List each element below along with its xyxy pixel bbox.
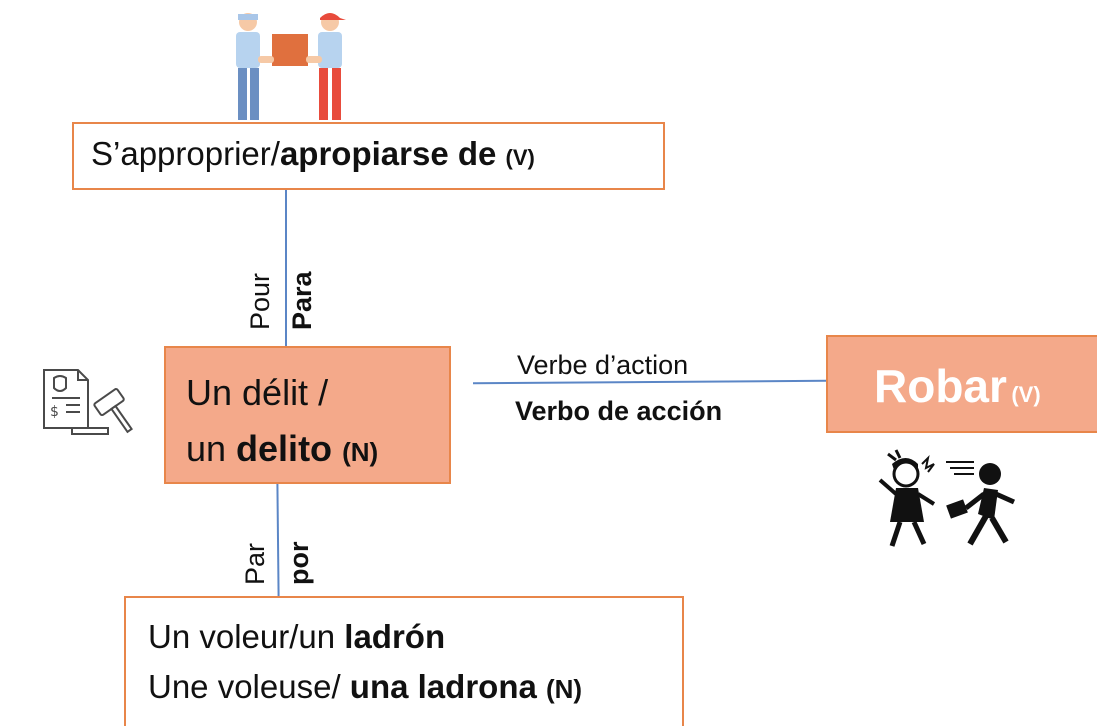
right-connector-es: Verbo de acción	[515, 396, 723, 426]
center-box: Un délit / un delito (N)	[164, 346, 451, 484]
center-box-line2-bold: delito	[236, 428, 333, 469]
bottom-box-line1-prefix: Un voleur/un	[148, 618, 345, 655]
upper-connector-line	[285, 190, 287, 346]
right-box-word: Robar	[874, 360, 1007, 412]
right-connector-fr: Verbe d’action	[517, 350, 689, 380]
bottom-box-tag: (N)	[546, 674, 583, 704]
bottom-box-line2-bold: una ladrona	[349, 668, 537, 705]
top-box: S’approprier/apropiarse de (V)	[72, 122, 665, 190]
bottom-box: Un voleur/un ladrón Une voleuse/ una lad…	[124, 596, 684, 726]
right-box: Robar (V)	[826, 335, 1097, 433]
thief-running-icon	[878, 449, 1016, 547]
center-box-tag: (N)	[342, 437, 379, 467]
legal-document-gavel-icon: $	[43, 369, 133, 435]
lower-connector-es: por	[284, 541, 314, 586]
upper-connector-es: Para	[287, 271, 317, 330]
bottom-box-line1-bold: ladrón	[344, 618, 446, 655]
right-box-tag: (V)	[1011, 382, 1041, 407]
svg-text:$: $	[50, 404, 59, 420]
top-box-tag: (V)	[505, 145, 535, 170]
center-box-line2-prefix: un	[186, 428, 237, 469]
center-box-line1: Un délit /	[186, 372, 329, 413]
top-box-bold: apropiarse de	[279, 135, 497, 172]
lower-connector-line	[276, 483, 280, 597]
upper-connector-fr: Pour	[245, 272, 275, 330]
lower-connector-fr: Par	[240, 542, 270, 585]
bottom-box-line2-prefix: Une voleuse/	[148, 668, 350, 705]
top-box-prefix: S’approprier/	[91, 135, 280, 172]
handover-people-icon	[236, 13, 346, 120]
